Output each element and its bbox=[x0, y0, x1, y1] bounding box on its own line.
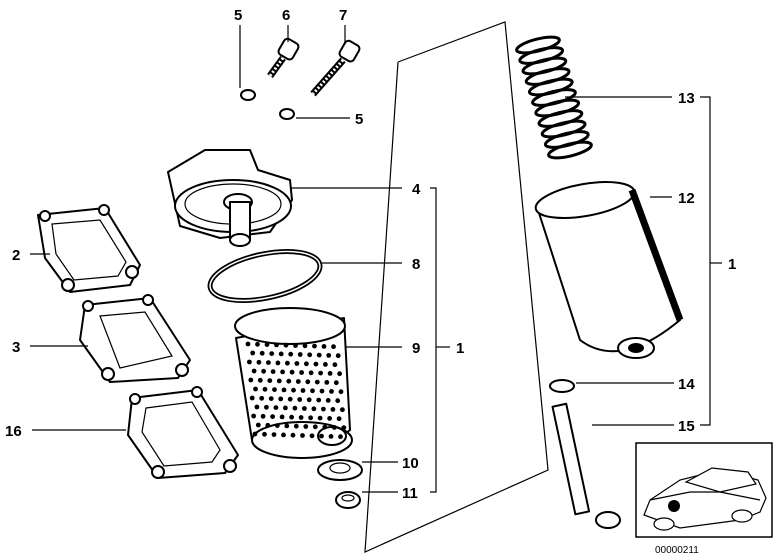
callout-10: 10 bbox=[402, 455, 419, 472]
gasket-2 bbox=[37, 204, 141, 293]
bolt-7 bbox=[310, 39, 361, 97]
bolt-15 bbox=[551, 402, 621, 529]
callout-15: 15 bbox=[678, 418, 695, 435]
washer-14 bbox=[549, 379, 575, 393]
callout-6: 6 bbox=[282, 7, 290, 24]
callout-1-right-group: 1 bbox=[728, 256, 736, 273]
spring-13 bbox=[515, 35, 593, 160]
callout-4: 4 bbox=[412, 181, 421, 198]
callout-7: 7 bbox=[339, 7, 347, 24]
callout-1-left-group: 1 bbox=[456, 340, 464, 357]
callout-14: 14 bbox=[678, 376, 695, 393]
filter-housing-12 bbox=[534, 181, 684, 359]
group-frame bbox=[364, 21, 549, 553]
callout-9: 9 bbox=[412, 340, 420, 357]
callout-16: 16 bbox=[5, 423, 22, 440]
filter-housing-cover-4 bbox=[167, 149, 293, 247]
gasket-3 bbox=[79, 294, 191, 383]
leader-lines bbox=[30, 25, 722, 493]
filter-perforations bbox=[245, 341, 347, 440]
callout-2: 2 bbox=[12, 247, 20, 264]
filter-element-9 bbox=[234, 307, 353, 459]
location-marker-icon bbox=[668, 500, 680, 512]
washer-5a bbox=[240, 89, 256, 101]
callout-3: 3 bbox=[12, 339, 20, 356]
gasket-16 bbox=[127, 386, 239, 479]
diagram-id: 00000211 bbox=[655, 545, 699, 556]
callout-11: 11 bbox=[402, 485, 418, 502]
vehicle-location-inset bbox=[635, 442, 773, 538]
washer-5b bbox=[279, 108, 295, 120]
callout-12: 12 bbox=[678, 190, 695, 207]
callout-5-right: 5 bbox=[355, 111, 363, 128]
callout-5-top: 5 bbox=[234, 7, 242, 24]
callout-8: 8 bbox=[412, 256, 420, 273]
bolt-6 bbox=[267, 37, 300, 79]
callout-13: 13 bbox=[678, 90, 695, 107]
o-ring-8 bbox=[207, 249, 323, 303]
callout-labels: 5 6 7 5 4 8 9 1 10 11 2 3 16 13 12 1 14 … bbox=[5, 7, 736, 502]
